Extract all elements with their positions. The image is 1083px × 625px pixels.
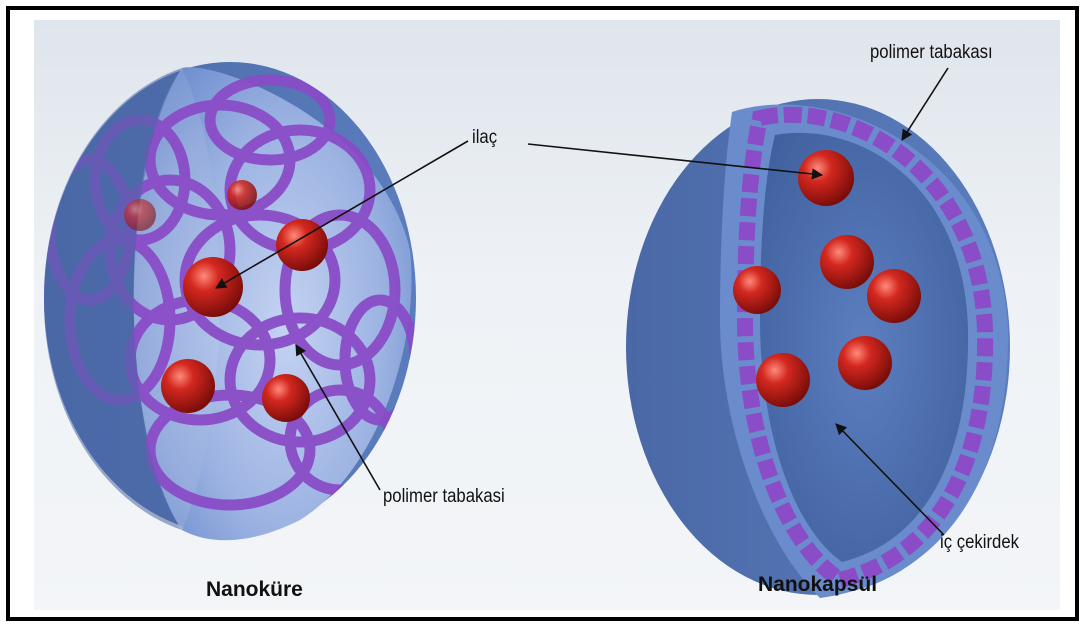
drug-particle [867,269,921,323]
drug-particle [798,150,854,206]
drug-particle [124,199,156,231]
label-polymer-top: polimer tabakası [870,42,993,64]
label-drug: ilaç [472,127,497,149]
drug-particle [161,359,215,413]
label-inner-core: iç çekirdek [940,532,1019,554]
drug-particle [756,353,810,407]
caption-nanosphere: Nanoküre [206,578,303,602]
nanosphere-illustration [44,62,416,540]
caption-nanocapsule: Nanokapsül [758,573,877,597]
drug-particle [183,257,243,317]
drug-particle [733,266,781,314]
drug-particle [262,374,310,422]
drug-particle [227,180,257,210]
drug-particle [838,336,892,390]
drug-particle [820,235,874,289]
arrow-polymer-top [902,68,948,140]
label-polymer-left: polimer tabakasi [383,486,505,508]
